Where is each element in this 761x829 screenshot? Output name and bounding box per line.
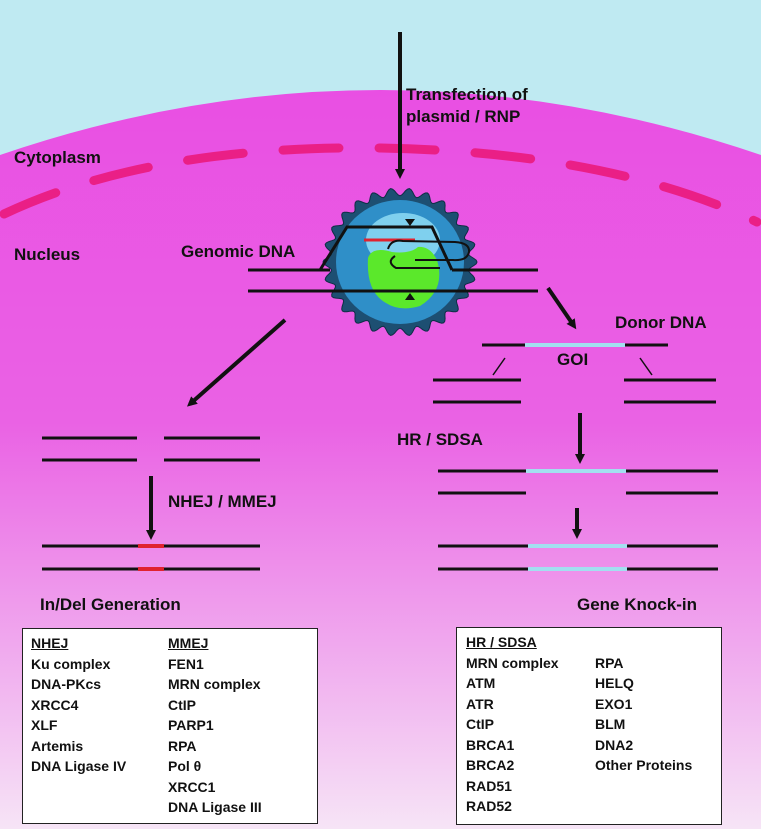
- indel-generation-label: In/Del Generation: [40, 595, 181, 614]
- nhej-protein: XRCC4: [31, 696, 79, 713]
- hr-protein: HELQ: [595, 675, 634, 691]
- nucleus-label: Nucleus: [14, 245, 81, 264]
- hr-protein: Other Proteins: [595, 757, 693, 773]
- mmej-protein: DNA Ligase III: [168, 799, 262, 815]
- hr-header: HR / SDSA: [466, 634, 537, 650]
- cas9-rnp-complex-icon: [318, 188, 478, 336]
- mmej-header: MMEJ: [168, 635, 209, 651]
- nhej-protein-list: NHEJ Ku complex DNA-PKcs XRCC4 XLF Artem…: [31, 633, 126, 777]
- hr-protein: BRCA2: [466, 757, 515, 773]
- hr-sdsa-label: HR / SDSA: [397, 430, 483, 449]
- nhej-mmej-label: NHEJ / MMEJ: [168, 492, 277, 511]
- nuclear-envelope: [0, 143, 761, 227]
- nhej-protein: Artemis: [31, 737, 84, 754]
- mmej-protein: RPA: [168, 737, 197, 754]
- mmej-protein: PARP1: [168, 717, 214, 733]
- cytoplasm-label: Cytoplasm: [14, 148, 101, 167]
- arrow-to-donor: [546, 286, 577, 330]
- hr-protein: CtIP: [466, 716, 494, 732]
- hr-protein: EXO1: [595, 695, 633, 712]
- donor-dna-label: Donor DNA: [615, 313, 707, 332]
- nhej-header: NHEJ: [31, 635, 69, 651]
- arrow-to-indel: [187, 318, 287, 407]
- genomic-dna-label: Genomic DNA: [181, 242, 296, 261]
- nhej-protein: Ku complex: [31, 655, 111, 672]
- nhej-protein: DNA-PKcs: [31, 676, 102, 692]
- hr-protein: BLM: [595, 716, 626, 732]
- hr-protein: RAD51: [466, 777, 512, 794]
- mmej-protein: CtIP: [168, 696, 196, 713]
- hr-protein-list-2: RPA HELQ EXO1 BLM DNA2 Other Proteins: [595, 653, 692, 776]
- nhej-protein: DNA Ligase IV: [31, 758, 127, 774]
- mmej-protein: Pol θ: [168, 758, 202, 774]
- mmej-protein: MRN complex: [168, 676, 261, 692]
- goi-label: GOI: [557, 350, 589, 369]
- hr-protein: MRN complex: [466, 654, 559, 671]
- hr-protein: ATM: [466, 675, 496, 691]
- mmej-protein: XRCC1: [168, 778, 216, 795]
- hr-sdsa-protein-box: HR / SDSA MRN complex ATM ATR CtIP BRCA1…: [456, 627, 722, 825]
- hr-protein: DNA2: [595, 736, 634, 753]
- hr-protein: BRCA1: [466, 736, 515, 753]
- mmej-protein-list: MMEJ FEN1 MRN complex CtIP PARP1 RPA Pol…: [168, 633, 262, 818]
- hr-protein: RAD52: [466, 798, 512, 814]
- gene-knockin-label: Gene Knock-in: [577, 595, 697, 614]
- nhej-protein: XLF: [31, 717, 58, 733]
- mmej-protein: FEN1: [168, 655, 204, 672]
- hr-protein: RPA: [595, 654, 624, 671]
- nhej-mmej-protein-box: NHEJ Ku complex DNA-PKcs XRCC4 XLF Artem…: [22, 628, 318, 824]
- hr-protein: ATR: [466, 695, 494, 712]
- transfection-label: Transfection of plasmid / RNP: [406, 85, 528, 126]
- hr-protein-list-1: HR / SDSA MRN complex ATM ATR CtIP BRCA1…: [466, 632, 559, 817]
